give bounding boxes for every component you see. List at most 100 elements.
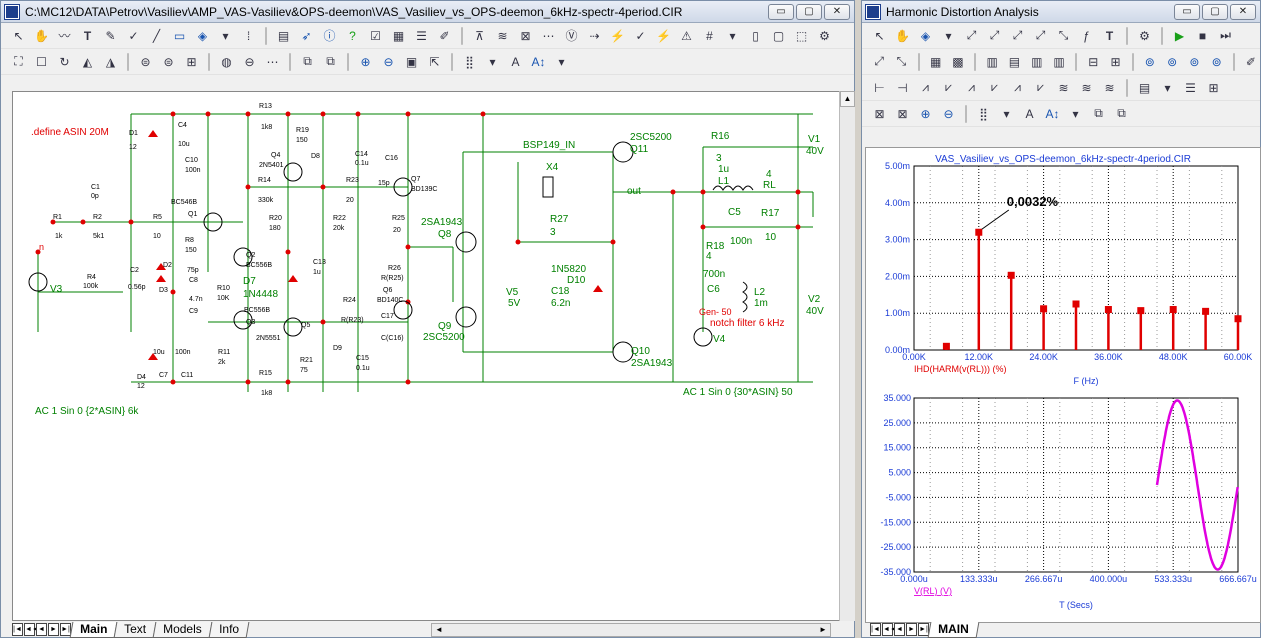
cursor-mode-9-icon[interactable]: ≋ bbox=[1058, 80, 1069, 95]
align-icon[interactable]: ⣿ bbox=[465, 54, 474, 69]
vertical-icon[interactable]: ⊞ bbox=[1110, 54, 1121, 69]
analysis-font-icon[interactable]: A bbox=[1025, 106, 1034, 121]
high-icon[interactable]: ⊚ bbox=[1189, 54, 1200, 69]
tokens-icon[interactable]: ▤ bbox=[1008, 54, 1021, 69]
analysis-components-icon[interactable]: ◈ bbox=[920, 28, 931, 43]
cursor-mode-7-icon[interactable]: ⩘ bbox=[1014, 80, 1021, 94]
scroll-right-icon[interactable]: ► bbox=[819, 625, 827, 634]
cursor-mode-1-icon[interactable]: ⊢ bbox=[874, 80, 885, 95]
border-icon[interactable]: ▢ bbox=[772, 28, 785, 43]
schematic-vertical-scrollbar[interactable]: ▲ bbox=[839, 91, 855, 621]
text-tool-icon[interactable]: T bbox=[83, 28, 92, 43]
nav-first-button[interactable]: |◄ bbox=[12, 623, 23, 636]
power-icon[interactable]: ✓ bbox=[635, 28, 646, 43]
tab-main-analysis[interactable]: MAIN bbox=[927, 621, 980, 638]
rotate-icon[interactable]: ↻ bbox=[59, 54, 70, 69]
analysis-align-icon[interactable]: ⣿ bbox=[979, 106, 988, 121]
condition-icon[interactable]: ⚡ bbox=[656, 28, 671, 43]
maximize-scale-icon[interactable]: ⊠ bbox=[874, 106, 885, 121]
analysis-maximize-button[interactable]: ▢ bbox=[1202, 3, 1228, 20]
cursor-mode-4-icon[interactable]: ⩗ bbox=[945, 80, 952, 94]
plot-area[interactable]: VAS_Vasiliev_vs_OPS-deemon_6kHz-spectr-4… bbox=[865, 147, 1261, 623]
zoom-window-icon[interactable]: ⤢ bbox=[1035, 28, 1046, 42]
table-icon[interactable]: ▤ bbox=[277, 28, 290, 43]
font-dropdown-icon[interactable]: ▾ bbox=[558, 54, 565, 69]
select-arrow-icon[interactable]: ↖ bbox=[13, 28, 24, 43]
pin-connections-icon[interactable]: ⋯ bbox=[542, 28, 555, 43]
restore-scale-icon[interactable]: ⊠ bbox=[897, 106, 908, 121]
grid-dropdown-icon[interactable]: ▾ bbox=[729, 28, 736, 43]
tab-models[interactable]: Models bbox=[152, 621, 213, 638]
edit-plot-icon[interactable]: ✐ bbox=[1245, 54, 1256, 69]
run-icon[interactable]: ▶ bbox=[1174, 28, 1185, 43]
axes-icon[interactable]: ⤢ bbox=[874, 54, 884, 68]
tab-text[interactable]: Text bbox=[113, 621, 157, 638]
ruler-icon[interactable]: ▥ bbox=[1031, 54, 1043, 69]
data-points-icon[interactable]: ▥ bbox=[986, 54, 998, 69]
components-icon[interactable]: ◈ bbox=[197, 28, 208, 43]
maximize-button[interactable]: ▢ bbox=[796, 3, 822, 20]
help-icon[interactable]: ? bbox=[349, 28, 356, 43]
cursor-mode-6-icon[interactable]: ⩗ bbox=[991, 80, 998, 94]
horizontal-icon[interactable]: ⊟ bbox=[1088, 54, 1099, 69]
analysis-nav-first-button[interactable]: |◄ bbox=[870, 623, 881, 636]
analysis-titlebar[interactable]: Harmonic Distortion Analysis ▭ ▢ ✕ bbox=[862, 1, 1260, 23]
node-numbers-icon[interactable]: ⊼ bbox=[475, 28, 484, 43]
peak-icon[interactable]: ⊚ bbox=[1144, 54, 1155, 69]
analysis-nav-prev-page-button[interactable]: ◄◄ bbox=[882, 623, 897, 636]
grid-minor-icon[interactable]: ▩ bbox=[952, 54, 964, 69]
schematic-titlebar[interactable]: C:\MC12\DATA\Petrov\Vasiliev\AMP_VAS-Vas… bbox=[1, 1, 854, 23]
low-icon[interactable]: ⊚ bbox=[1211, 54, 1222, 69]
marquee-icon[interactable]: ⛶ bbox=[14, 54, 23, 68]
axes-log-icon[interactable]: ⤡ bbox=[896, 54, 907, 68]
cursor-select-icon[interactable]: ⬚ bbox=[795, 28, 808, 43]
properties-icon[interactable]: ⚙ bbox=[819, 28, 830, 43]
checkbox-icon[interactable]: ☑ bbox=[370, 28, 381, 43]
list-icon[interactable]: ☰ bbox=[416, 28, 427, 43]
attribute-icon[interactable]: ▦ bbox=[392, 28, 405, 43]
bus-icon[interactable]: ▭ bbox=[173, 28, 186, 43]
analysis-font-dropdown-icon[interactable]: ▾ bbox=[1072, 106, 1079, 121]
analysis-dropdown-icon[interactable]: ▾ bbox=[945, 28, 952, 43]
analysis-nav-prev-button[interactable]: ◄ bbox=[894, 623, 905, 636]
schematic-horizontal-scrollbar[interactable]: ◄ ► bbox=[431, 623, 831, 637]
pencil-icon[interactable]: ✎ bbox=[105, 28, 116, 43]
analysis-align-dropdown-icon[interactable]: ▾ bbox=[1003, 106, 1010, 121]
stack-icon[interactable]: ▥ bbox=[1053, 54, 1065, 69]
analysis-text-icon[interactable]: T bbox=[1105, 28, 1114, 43]
close-button[interactable]: ✕ bbox=[824, 3, 850, 20]
nav-prev-button[interactable]: ◄ bbox=[36, 623, 47, 636]
analysis-minimize-button[interactable]: ▭ bbox=[1174, 3, 1200, 20]
lightning-icon[interactable]: ⚡ bbox=[610, 28, 625, 43]
step-icon[interactable]: ⏭ bbox=[1220, 28, 1231, 42]
stop-run-icon[interactable]: ■ bbox=[1198, 28, 1207, 43]
info-icon[interactable]: ⓘ bbox=[323, 29, 336, 43]
axis-icon[interactable]: ⤡ bbox=[1058, 28, 1069, 42]
clipboard-icon[interactable]: ▤ bbox=[1138, 80, 1151, 95]
voltage-icon[interactable]: Ⓥ bbox=[565, 29, 578, 43]
zoom-out-icon[interactable]: ⊖ bbox=[383, 54, 394, 69]
clipboard-dropdown-icon[interactable]: ▾ bbox=[1164, 80, 1171, 95]
stop-icon[interactable]: ◍ bbox=[221, 54, 232, 69]
scroll-left-icon[interactable]: ◄ bbox=[435, 625, 443, 634]
paste-icon[interactable]: ⧉ bbox=[326, 54, 335, 68]
scale-x-icon[interactable]: ⤢ bbox=[989, 28, 1000, 42]
copy-icon[interactable]: ⧉ bbox=[303, 54, 312, 68]
edit-icon[interactable]: ✐ bbox=[439, 28, 450, 43]
analysis-font-size-icon[interactable]: A↕ bbox=[1045, 106, 1060, 121]
analysis-close-button[interactable]: ✕ bbox=[1230, 3, 1256, 20]
analysis-pan-icon[interactable]: ✋ bbox=[895, 28, 910, 43]
clear-icon[interactable]: ⊖ bbox=[244, 54, 255, 69]
function-icon[interactable]: ƒ bbox=[1083, 28, 1090, 43]
grid-icon[interactable]: # bbox=[706, 28, 713, 43]
find-icon[interactable]: ⊜ bbox=[140, 54, 151, 69]
analysis-paste-icon[interactable]: ⧉ bbox=[1117, 106, 1126, 120]
cursor-mode-2-icon[interactable]: ⊣ bbox=[897, 80, 908, 95]
wire-icon[interactable]: 〰 bbox=[58, 29, 71, 43]
grid-dots-icon[interactable]: ⁞ bbox=[246, 28, 251, 43]
cursor-mode-10-icon[interactable]: ≋ bbox=[1081, 80, 1092, 95]
analysis-nav-next-button[interactable]: ► bbox=[906, 623, 917, 636]
check-icon[interactable]: ✓ bbox=[128, 28, 139, 43]
analysis-zoom-in-icon[interactable]: ⊕ bbox=[920, 106, 931, 121]
zoom-in-icon[interactable]: ⊕ bbox=[360, 54, 371, 69]
